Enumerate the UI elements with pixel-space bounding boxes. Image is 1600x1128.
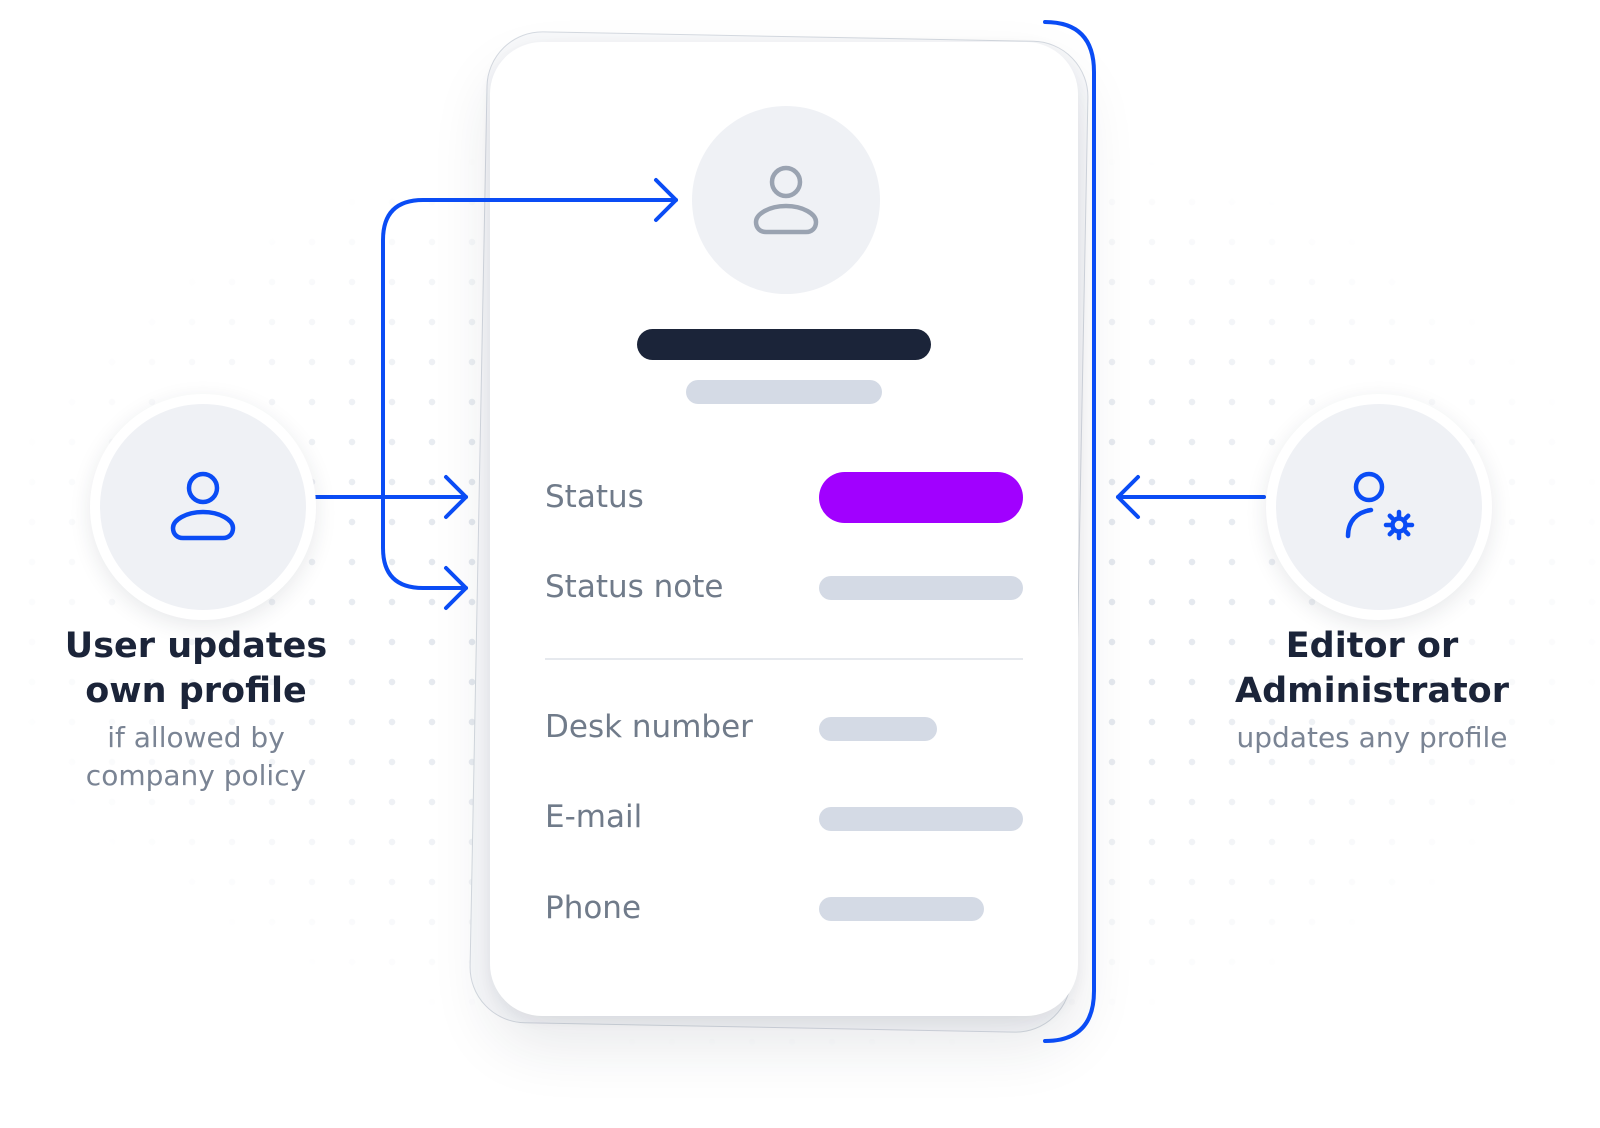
section-divider bbox=[545, 658, 1023, 660]
admin-title-line2: Administrator bbox=[1234, 671, 1509, 711]
user-note-line1: if allowed by bbox=[107, 721, 285, 754]
desk-number-value-placeholder[interactable] bbox=[819, 717, 937, 741]
status-label: Status bbox=[545, 479, 644, 515]
phone-value-placeholder[interactable] bbox=[819, 897, 984, 921]
admin-scope-bracket bbox=[1043, 20, 1096, 1043]
profile-subtitle-placeholder bbox=[686, 380, 882, 404]
profile-avatar bbox=[692, 106, 880, 294]
user-to-avatar-and-note-arrow bbox=[381, 198, 678, 590]
admin-title-line1: Editor or bbox=[1285, 626, 1459, 666]
user-avatar bbox=[90, 394, 316, 620]
user-icon bbox=[170, 471, 236, 541]
admin-arrowhead bbox=[1116, 475, 1140, 519]
desk-number-label: Desk number bbox=[545, 709, 753, 745]
phone-label: Phone bbox=[545, 890, 642, 926]
profile-user-icon bbox=[753, 165, 819, 235]
admin-avatar bbox=[1266, 394, 1492, 620]
profile-name-placeholder bbox=[637, 329, 931, 360]
status-note-arrowhead bbox=[444, 566, 468, 610]
email-label: E-mail bbox=[545, 799, 643, 835]
status-note-label: Status note bbox=[545, 569, 724, 605]
user-title-line1: User updates bbox=[64, 626, 328, 666]
user-note-line2: company policy bbox=[85, 759, 307, 792]
status-note-value-placeholder[interactable] bbox=[819, 576, 1023, 600]
email-value-placeholder[interactable] bbox=[819, 807, 1023, 831]
admin-note-line1: updates any profile bbox=[1236, 721, 1508, 754]
user-gear-icon bbox=[1345, 471, 1415, 541]
avatar-arrowhead bbox=[654, 178, 678, 222]
status-value-pill[interactable] bbox=[819, 472, 1023, 523]
user-title-line2: own profile bbox=[85, 671, 307, 711]
status-arrowhead bbox=[444, 475, 468, 519]
profile-card: Status Status note Desk number E-mail Ph… bbox=[490, 42, 1078, 1016]
